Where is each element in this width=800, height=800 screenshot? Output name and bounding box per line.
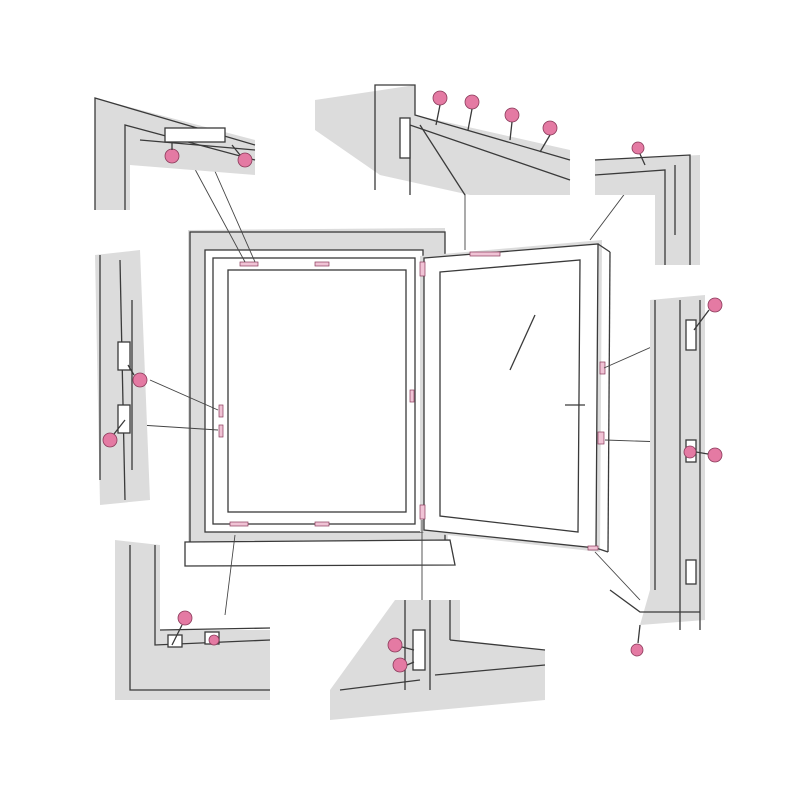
right-glass: [439, 259, 581, 533]
detail-top-right-corner: [594, 141, 700, 265]
detail-top-left-corner: [94, 97, 256, 210]
left-glass: [227, 269, 407, 513]
window-sill: [184, 539, 456, 567]
central-window: [184, 228, 611, 567]
detail-top-center: [315, 84, 571, 196]
detail-right-side: [609, 295, 723, 657]
detail-bottom-left-corner: [115, 540, 271, 700]
glass-reflection: [509, 314, 536, 371]
detail-left-side: [95, 250, 150, 505]
left-sash-inner-line: [212, 257, 416, 525]
detail-bottom-center-corner: [330, 600, 546, 720]
